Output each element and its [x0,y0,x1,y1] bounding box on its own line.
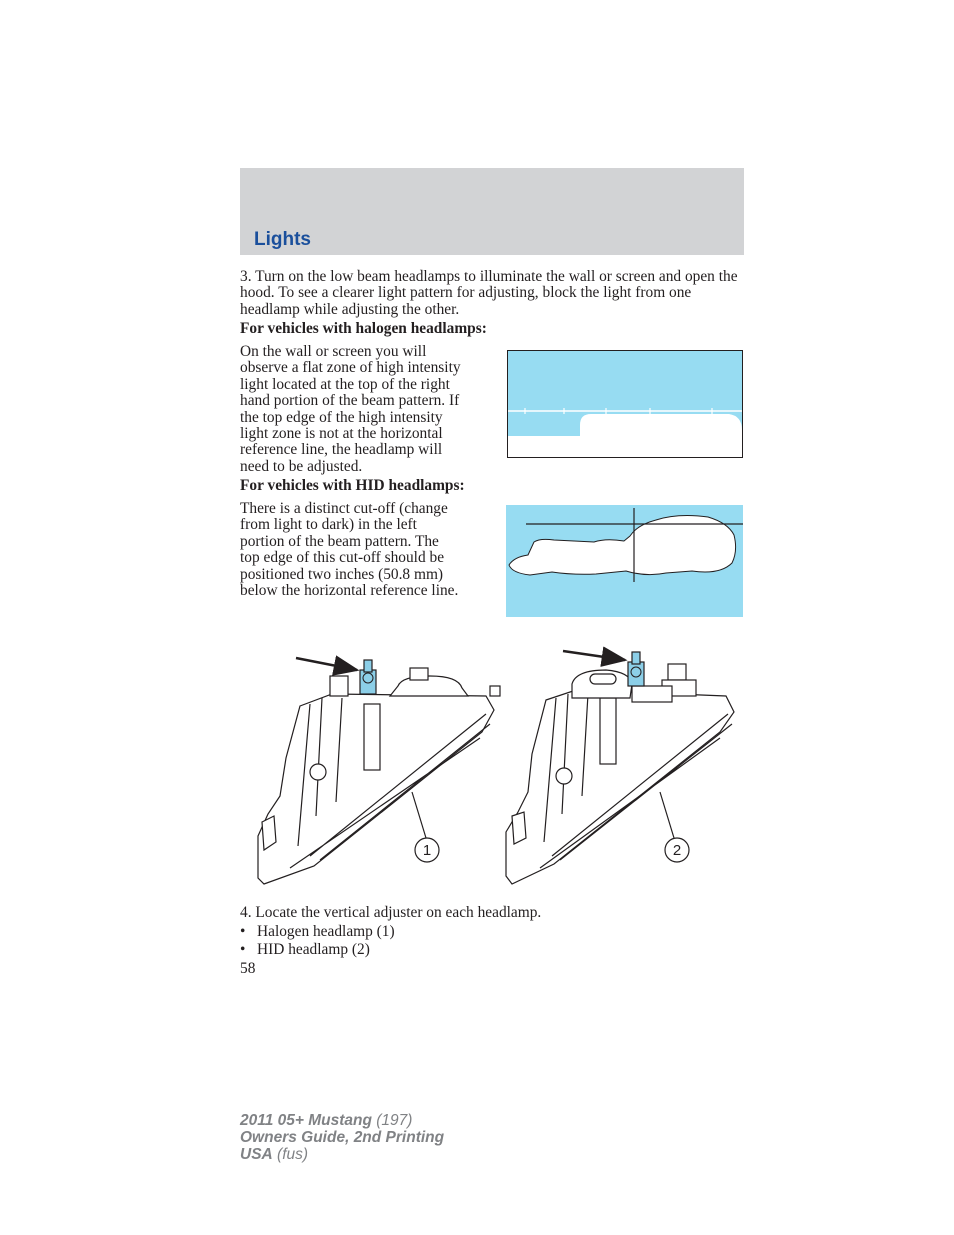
callout-label-1: 1 [423,842,431,859]
section-header-band: Lights [240,168,744,255]
halogen-line: the top edge of the high intensity [240,408,443,426]
hid-line: from light to dark) in the left [240,516,417,534]
hid-description: There is a distinct cut-off (change from… [240,500,502,600]
list-item: • HID headlamp (2) [240,941,541,960]
footer-market: USA [240,1146,273,1163]
list-item: • Halogen headlamp (1) [240,923,541,942]
footer-market-code: (fus) [272,1146,309,1163]
list-item-text: HID headlamp (2) [257,941,370,958]
callout-circle-2 [664,837,690,863]
halogen-line: light zone is not at the horizontal [240,425,443,443]
hid-line: top edge of this cut-off should be [240,549,445,567]
hid-beam-pattern-figure [506,505,743,617]
document-footer: 2011 05+ Mustang (197) Owners Guide, 2nd… [240,1112,444,1163]
halogen-line: On the wall or screen you will [240,343,427,360]
callout-leader-2 [659,791,675,839]
halogen-line: hand portion of the beam pattern. If [240,392,460,410]
page-number: 58 [240,960,256,977]
halogen-line: reference line, the headlamp will [240,441,443,459]
hid-line: below the horizontal reference line. [240,582,459,600]
step-4-text: 4. Locate the vertical adjuster on each … [240,904,542,921]
hid-line: portion of the beam pattern. The [240,532,439,550]
list-item-text: Halogen headlamp (1) [257,922,395,940]
halogen-line: need to be adjusted. [240,457,363,475]
halogen-line: observe a flat zone of high intensity [240,359,461,377]
halogen-arrow [295,655,360,676]
step-3-paragraph: 3. Turn on the low beam headlamps to ill… [240,268,738,318]
hid-vertical-adjuster [627,651,645,687]
callout-leader-1 [411,791,427,839]
halogen-vertical-adjuster [359,659,377,695]
halogen-headlamp [257,667,501,885]
step-4-list: 4. Locate the vertical adjuster on each … [240,904,541,960]
hid-headlamp [505,663,735,885]
callout-circle-1 [414,837,440,863]
hid-line: There is a distinct cut-off (change [240,500,448,517]
callout-label-2: 2 [673,842,681,859]
hid-line: positioned two inches (50.8 mm) [240,565,444,583]
halogen-beam-pattern-figure [507,350,743,458]
footer-edition: Owners Guide, 2nd Printing [240,1129,445,1146]
section-title: Lights [254,229,311,250]
halogen-light-zone [508,351,742,436]
headlamp-adjusters-illustration: 1 2 [257,646,735,885]
bullet-marker: • [240,941,246,958]
halogen-heading: For vehicles with halogen headlamps: [240,320,487,337]
halogen-description: On the wall or screen you will observe a… [240,343,502,475]
bullet-marker: • [240,922,246,940]
footer-model-code: (197) [371,1112,413,1129]
hid-heading: For vehicles with HID headlamps: [240,477,465,494]
halogen-line: light located at the top of the right [240,375,450,393]
footer-model: 2011 05+ Mustang [240,1112,372,1129]
hid-arrow [562,646,628,667]
